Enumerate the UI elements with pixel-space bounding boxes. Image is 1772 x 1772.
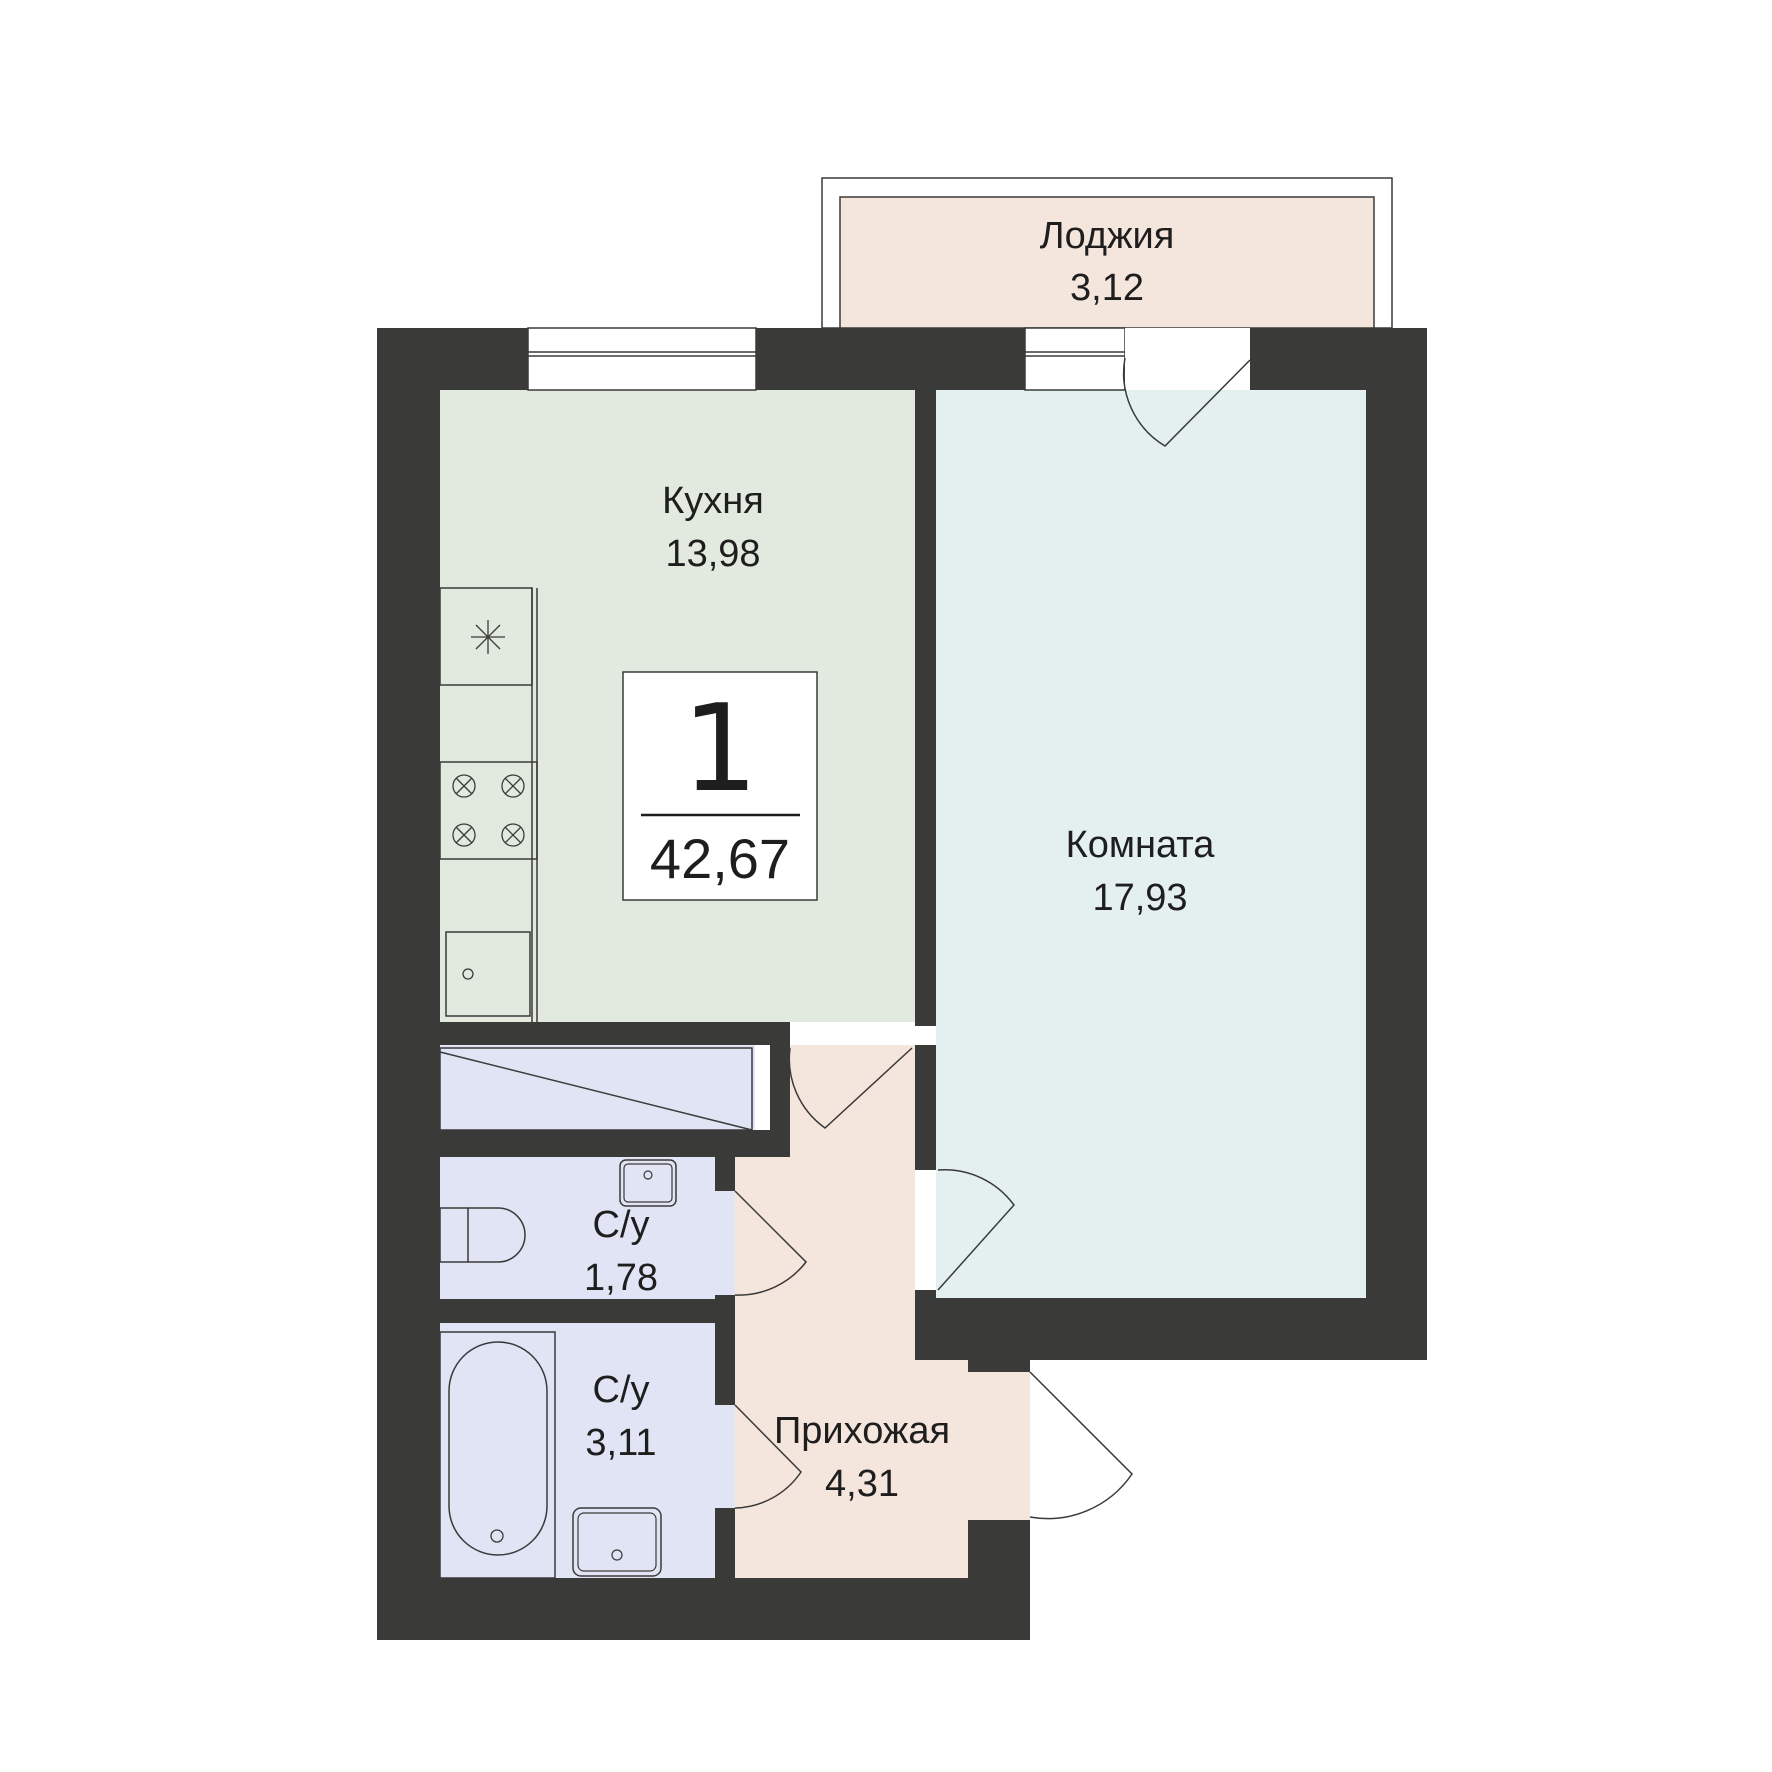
wall-bottom	[377, 1578, 1030, 1640]
wardrobe	[439, 1047, 753, 1131]
room-name: Комната	[1066, 824, 1216, 866]
bath2-floor[interactable]	[440, 1323, 735, 1578]
balcony-door[interactable]	[1122, 328, 1251, 447]
sink-icon	[445, 931, 531, 1017]
wall-kitchen-bottom	[440, 1022, 790, 1045]
wall-kitchen-door-jamb	[770, 1022, 790, 1045]
bath2-name: С/у	[593, 1369, 650, 1411]
kitchen-area: 13,98	[665, 533, 760, 575]
loggia-label: Лоджия 3,12	[1040, 215, 1175, 309]
sink-icon	[619, 1159, 677, 1207]
wardrobe-icon	[439, 1047, 753, 1131]
wall-kitchen-room-lower	[915, 1045, 936, 1170]
room-window[interactable]	[1024, 327, 1126, 391]
hallway-label: Прихожая 4,31	[774, 1410, 950, 1505]
wall-left	[377, 328, 440, 1640]
door-icon	[1029, 1371, 1133, 1520]
total-area: 42,67	[650, 827, 790, 890]
bath1-area: 1,78	[584, 1257, 658, 1299]
stove-icon	[439, 761, 538, 860]
bath1-fixtures	[439, 1159, 677, 1263]
wall-hall-room	[915, 1290, 936, 1360]
wall-bath2-right-top	[715, 1323, 735, 1405]
loggia-floor	[839, 196, 1375, 329]
sink-icon	[572, 1507, 662, 1577]
bath2-fixtures	[439, 1331, 662, 1579]
wall-bath1-right-top	[715, 1157, 735, 1191]
bath1-name: С/у	[593, 1204, 650, 1246]
drain-icon	[462, 968, 474, 980]
loggia-name: Лоджия	[1040, 215, 1175, 257]
hallway-floor[interactable]	[735, 1045, 1030, 1578]
kitchen-window[interactable]	[527, 327, 757, 391]
door-icon	[734, 1190, 807, 1296]
wall-entry-upper	[968, 1298, 1030, 1372]
wall-entry-lower	[968, 1520, 1030, 1640]
room-area: 17,93	[1092, 877, 1187, 919]
snowflake-icon	[471, 620, 505, 654]
kitchen-label: Кухня 13,98	[662, 480, 764, 575]
door-icon	[937, 1169, 1015, 1291]
burner-icon	[452, 774, 525, 847]
fridge-icon	[439, 587, 533, 686]
door-opening	[968, 1372, 1030, 1520]
badge-frame	[622, 671, 818, 901]
bath2-area: 3,11	[585, 1422, 656, 1464]
wall-right	[1366, 328, 1427, 1360]
room-door[interactable]	[937, 1169, 1015, 1291]
bath1-label: С/у 1,78	[584, 1204, 658, 1299]
room-floor[interactable]	[936, 390, 1366, 1298]
wall-bath2-right-bottom	[715, 1508, 735, 1578]
loggia-area: 3,12	[1070, 267, 1144, 309]
hallway-name: Прихожая	[774, 1410, 950, 1452]
room-label: Комната 17,93	[1066, 824, 1216, 919]
kitchen-name: Кухня	[662, 480, 764, 522]
entrance-door[interactable]	[968, 1371, 1133, 1520]
wardrobe-floor	[440, 1045, 755, 1130]
toilet-icon	[439, 1207, 526, 1263]
rooms-count: 1	[682, 680, 758, 819]
apartment-badge: 1 42,67	[622, 671, 818, 901]
bath1-door[interactable]	[734, 1190, 807, 1296]
bath2-label: С/у 3,11	[585, 1369, 656, 1464]
wall-hall-left-top	[770, 1045, 790, 1157]
bath2-door[interactable]	[734, 1404, 802, 1509]
wall-kitchen-room	[915, 390, 936, 1026]
loggia[interactable]	[821, 177, 1393, 329]
hallway-area: 4,31	[825, 1463, 899, 1505]
door-icon	[788, 1047, 913, 1129]
wall-bath-separator	[440, 1299, 735, 1323]
window-icon	[1024, 327, 1126, 391]
kitchen-door[interactable]	[788, 1047, 913, 1129]
kitchen-counter	[439, 587, 538, 1022]
bathtub-icon	[439, 1331, 556, 1579]
door-icon	[734, 1404, 802, 1509]
window-icon	[527, 327, 757, 391]
door-opening	[1125, 328, 1250, 390]
bath1-floor[interactable]	[440, 1157, 735, 1299]
door-icon	[1122, 357, 1251, 447]
wall-wardrobe-bottom	[440, 1130, 790, 1157]
walls	[377, 328, 1427, 1640]
